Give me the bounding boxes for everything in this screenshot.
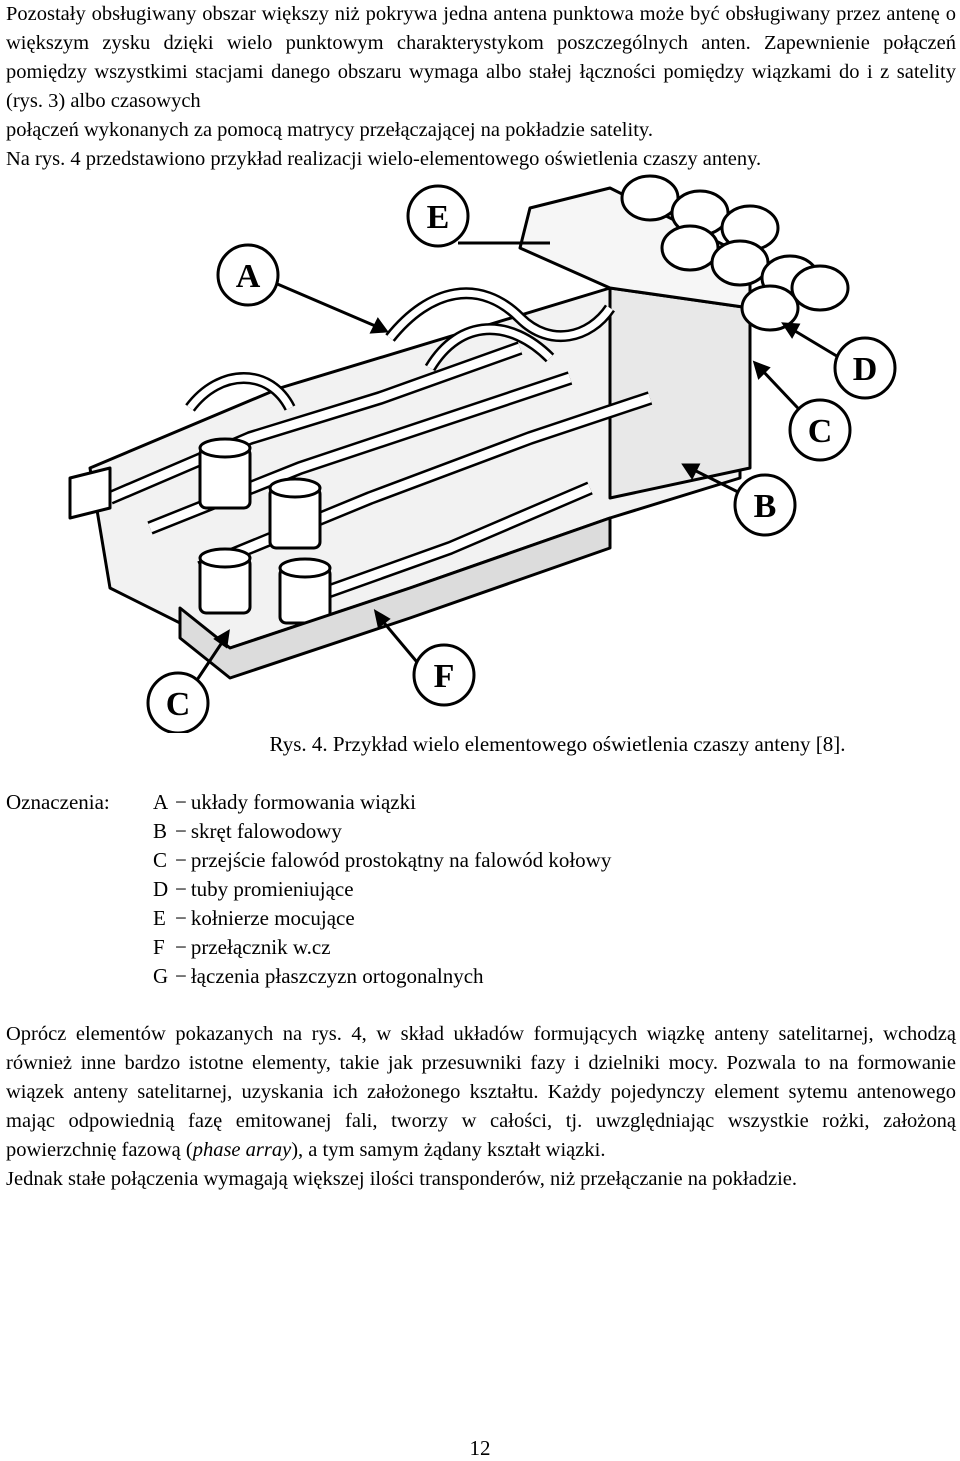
antenna-feed-drawing: A E D C B F C xyxy=(68,174,897,735)
legend-item: A−układy formowania wiązki xyxy=(153,790,416,814)
figure-label-b: B xyxy=(754,488,777,525)
legend-list: A−układy formowania wiązki B−skręt falow… xyxy=(153,788,611,991)
body-paragraph-2: Jednak stałe połączenia wymagają większe… xyxy=(6,1168,797,1190)
legend-item: B−skręt falowodowy xyxy=(153,819,342,843)
body-paragraph-1: Oprócz elementów pokazanych na rys. 4, w… xyxy=(6,1023,956,1190)
figure-label-c-left: C xyxy=(166,686,191,723)
page-number: 12 xyxy=(469,1436,491,1460)
legend-item: E−kołnierze mocujące xyxy=(153,906,355,930)
intro-paragraph-3: Na rys. 4 przedstawiono przykład realiza… xyxy=(6,148,762,170)
legend-title: Oznaczenia: xyxy=(6,790,110,814)
antenna-feed-figure: A E D C B F C xyxy=(50,168,950,735)
figure-label-e: E xyxy=(427,199,450,236)
figure-caption: Rys. 4. Przykład wielo elementowego oświ… xyxy=(0,730,960,759)
figure-caption-text: Rys. 4. Przykład wielo elementowego oświ… xyxy=(269,732,846,756)
intro-paragraph-1: Pozostały obsługiwany obszar większy niż… xyxy=(6,3,956,112)
figure-label-d: D xyxy=(853,351,878,388)
phase-array-term: phase array xyxy=(192,1139,292,1161)
legend-item: D−tuby promieniujące xyxy=(153,877,354,901)
figure-label-a: A xyxy=(236,258,261,295)
legend-item: C−przejście falowód prostokątny na falow… xyxy=(153,848,612,872)
intro-paragraph-2: połączeń wykonanych za pomocą matrycy pr… xyxy=(6,119,653,141)
figure-label-f: F xyxy=(434,658,455,695)
legend-item: F−przełącznik w.cz xyxy=(153,935,331,959)
legend-item: G−łączenia płaszczyzn ortogonalnych xyxy=(153,964,484,988)
figure-label-c-right: C xyxy=(808,413,833,450)
